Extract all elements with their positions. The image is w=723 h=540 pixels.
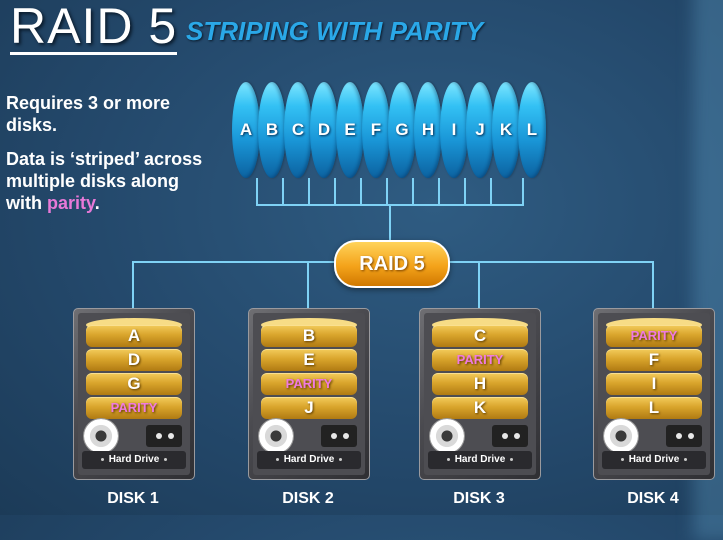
- drive-nameplate-label: Hard Drive: [628, 454, 680, 465]
- data-block: F: [606, 349, 702, 371]
- data-block: L: [606, 397, 702, 419]
- controller-bus-line: [132, 261, 654, 308]
- array-disk-segment: [284, 82, 312, 178]
- drive-nameplate: Hard Drive: [428, 451, 532, 469]
- array-disk-segment: [310, 82, 338, 178]
- array-disk-segment: [232, 82, 260, 178]
- array-block-label: L: [526, 120, 538, 139]
- drive-nameplate: Hard Drive: [257, 451, 361, 469]
- array-disk-segment: [518, 82, 546, 178]
- array-disk-segment: [466, 82, 494, 178]
- array-block-label: C: [291, 120, 305, 139]
- status-leds-icon: [321, 425, 357, 447]
- array-disk-segment: [414, 82, 442, 178]
- data-block: E: [261, 349, 357, 371]
- data-block: A: [86, 325, 182, 347]
- parity-block: PARITY: [261, 373, 357, 395]
- array-disk-segment: [492, 82, 520, 178]
- array-disk-segment: [388, 82, 416, 178]
- data-block: K: [432, 397, 528, 419]
- array-block-label: I: [451, 120, 457, 139]
- array-block-label: A: [239, 120, 253, 139]
- drive-platter-icon: [259, 419, 293, 453]
- array-disk-segment: [258, 82, 286, 178]
- array-block-label: E: [344, 120, 356, 139]
- disk-label: DISK 3: [453, 490, 505, 507]
- parity-block: PARITY: [86, 397, 182, 419]
- data-block: C: [432, 325, 528, 347]
- parity-highlight: parity: [47, 193, 95, 213]
- data-block: D: [86, 349, 182, 371]
- data-block: B: [261, 325, 357, 347]
- array-bus-drops: [282, 178, 492, 205]
- drive-nameplate-label: Hard Drive: [283, 454, 335, 465]
- drive-platter-icon: [84, 419, 118, 453]
- connector-lines: [132, 178, 654, 308]
- drive-nameplate: Hard Drive: [82, 451, 186, 469]
- data-block: H: [432, 373, 528, 395]
- array-block-label: F: [370, 120, 382, 139]
- status-leds-icon: [492, 425, 528, 447]
- data-block: G: [86, 373, 182, 395]
- array-block-label: K: [499, 120, 513, 139]
- drive-nameplate-label: Hard Drive: [454, 454, 506, 465]
- page-title: RAID 5: [10, 0, 178, 55]
- striping-text: Data is ‘striped’ across multiple disks …: [6, 148, 211, 214]
- description: Requires 3 or more disks. Data is ‘strip…: [6, 92, 211, 226]
- status-leds-icon: [666, 425, 702, 447]
- parity-block: PARITY: [432, 349, 528, 371]
- data-block: I: [606, 373, 702, 395]
- requirement-text: Requires 3 or more disks.: [6, 93, 171, 135]
- array-block-label: G: [395, 120, 409, 139]
- array-disk-segment: [336, 82, 364, 178]
- drive-nameplate-label: Hard Drive: [108, 454, 160, 465]
- drive-platter-icon: [604, 419, 638, 453]
- raid-controller-badge: RAID 5: [334, 240, 450, 288]
- array-bus-line: [256, 178, 524, 206]
- disk-label: DISK 2: [282, 490, 334, 507]
- parity-block: PARITY: [606, 325, 702, 347]
- striping-text-suffix: .: [94, 193, 100, 213]
- array-block-label: D: [317, 120, 331, 139]
- disk-label: DISK 4: [627, 490, 679, 507]
- disk-label: DISK 1: [107, 490, 159, 507]
- page-subtitle: STRIPING WITH PARITY: [186, 16, 484, 46]
- array-block-label: J: [475, 120, 485, 139]
- data-block: J: [261, 397, 357, 419]
- status-leds-icon: [146, 425, 182, 447]
- drive-platter-icon: [430, 419, 464, 453]
- array-disk-segment: [440, 82, 468, 178]
- drive-nameplate: Hard Drive: [602, 451, 706, 469]
- array-disk-segment: [362, 82, 390, 178]
- array-block-label: H: [421, 120, 435, 139]
- striping-text-prefix: Data is ‘striped’ across multiple disks …: [6, 149, 203, 213]
- array-block-label: B: [265, 120, 279, 139]
